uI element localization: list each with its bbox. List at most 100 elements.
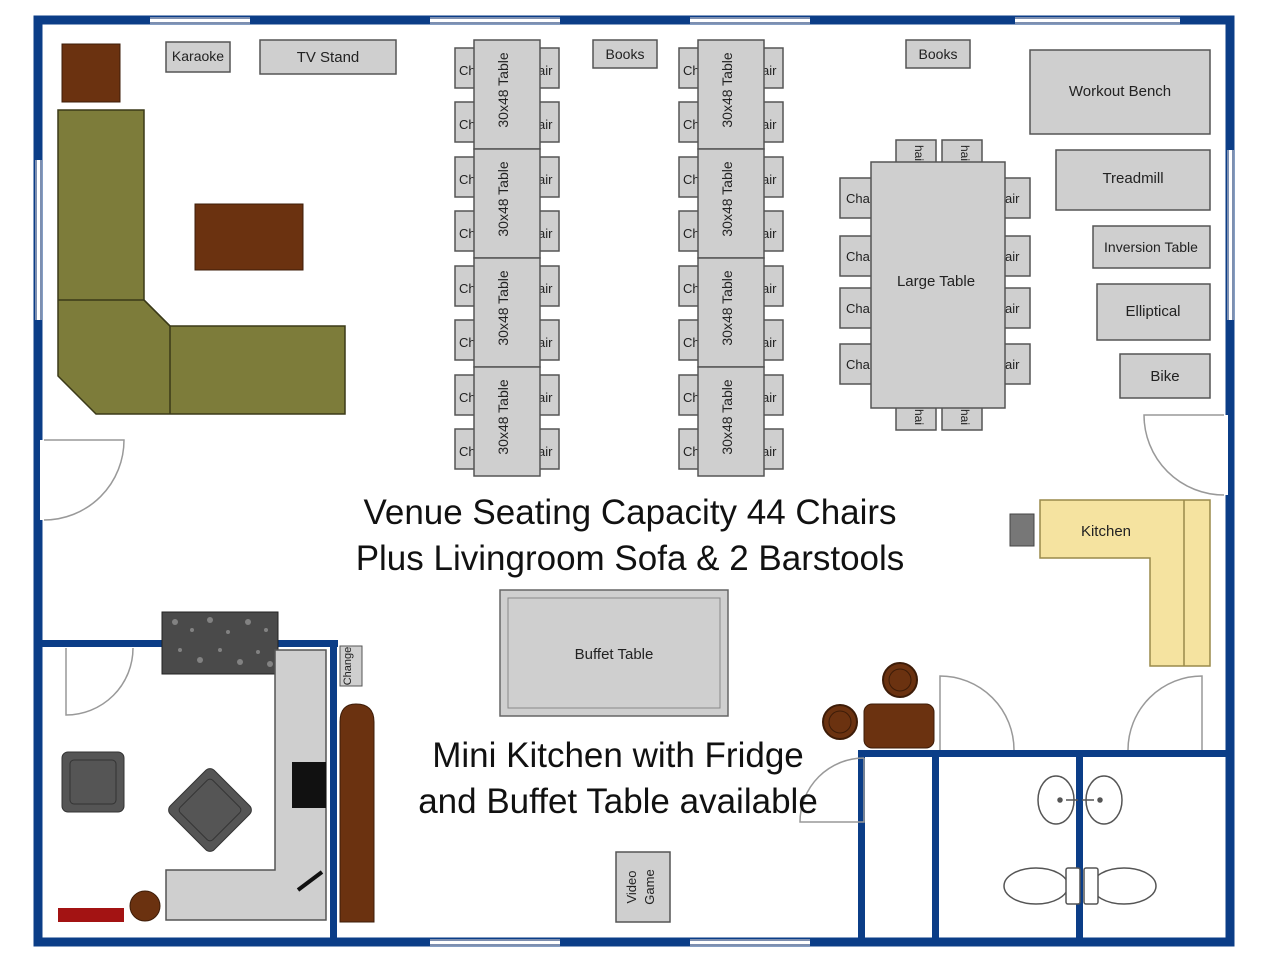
workout-bench [1029, 49, 1211, 135]
kitchen-caption-line2: and Buffet Table available [418, 782, 818, 821]
chair-label: Cha [846, 301, 871, 316]
capacity-caption-line1: Venue Seating Capacity 44 Chairs [363, 493, 896, 532]
table-label: 30x48 Table [495, 270, 511, 345]
large-table [870, 161, 1006, 409]
armchair-icon [168, 768, 252, 852]
chair-label: Ch [459, 117, 476, 132]
chair-label: Ch [459, 226, 476, 241]
books-left [592, 39, 658, 69]
armchair-icon [61, 751, 125, 813]
table-30x48 [697, 39, 765, 150]
buffet-table: Buffet Table [499, 589, 729, 717]
barstool-icon [882, 662, 918, 698]
bookshelves: Books Books [592, 39, 971, 69]
workout-area: Workout Bench Treadmill Inversion Table … [1029, 49, 1211, 399]
tv-stand-label: TV Stand [297, 49, 360, 66]
karaoke [165, 41, 231, 73]
workout-bench-label: Workout Bench [1069, 83, 1171, 100]
inversion-table-label: Inversion Table [1104, 239, 1198, 255]
table-30x48 [697, 366, 765, 477]
chair-label: Ch [459, 281, 476, 296]
kitchen-caption-line1: Mini Kitchen with Fridge [432, 736, 804, 775]
bike [1119, 353, 1211, 399]
video-game-label-2: Game [642, 869, 657, 904]
chair-label: air [538, 172, 553, 187]
chair-label: Ch [683, 335, 700, 350]
toilet-icon [1083, 867, 1157, 905]
chair-label: Ch [683, 390, 700, 405]
toilet-icon [1003, 867, 1081, 905]
chair-label: Ch [459, 63, 476, 78]
chair-label: hai [912, 145, 926, 161]
books-right-label: Books [919, 46, 958, 62]
built-in-counter [165, 649, 327, 921]
chair-label: air [538, 63, 553, 78]
chair-label: Cha [846, 249, 871, 264]
chair [1001, 235, 1031, 277]
treadmill-label: Treadmill [1102, 170, 1163, 187]
chair [839, 177, 875, 219]
elliptical-label: Elliptical [1125, 303, 1180, 320]
chair-label: Ch [459, 335, 476, 350]
bar-table [863, 703, 935, 749]
chair-label: air [762, 172, 777, 187]
end-table [61, 43, 121, 103]
chair-label: air [1005, 357, 1020, 372]
chair-label: Ch [683, 444, 700, 459]
chair-label: air [538, 226, 553, 241]
chair-label: hai [958, 145, 972, 161]
chair-label: air [538, 117, 553, 132]
video-game: Video Game [615, 851, 671, 923]
table-30x48 [473, 148, 541, 259]
kitchen-appliance [1009, 513, 1035, 547]
inversion-table [1092, 225, 1211, 269]
chair-label: Cha [846, 191, 871, 206]
table-30x48 [697, 148, 765, 259]
chair-label: air [1005, 191, 1020, 206]
chair-label: air [538, 444, 553, 459]
books-left-label: Books [606, 46, 645, 62]
chair [1001, 343, 1031, 385]
table-label: 30x48 Table [719, 379, 735, 454]
red-shelf [58, 908, 124, 922]
side-stool [129, 890, 161, 922]
change-area [339, 645, 363, 687]
table-label: 30x48 Table [495, 379, 511, 454]
door-swing-icon [40, 414, 1228, 823]
kitchen-area: Kitchen [822, 499, 1211, 749]
chair-label: air [762, 63, 777, 78]
kitchen-label: Kitchen [1081, 523, 1131, 540]
tall-cabinet [339, 703, 375, 923]
living-room: Karaoke TV Stand [57, 39, 397, 415]
table-label: 30x48 Table [495, 52, 511, 127]
chair-label: Cha [846, 357, 871, 372]
granite-counter [161, 611, 279, 675]
outer-walls [33, 15, 1235, 947]
sink-icon [1037, 775, 1078, 825]
chair-label: Ch [683, 281, 700, 296]
books-right [905, 39, 971, 69]
table-30x48 [697, 257, 765, 368]
chair-label: air [1005, 301, 1020, 316]
chair-label: air [762, 117, 777, 132]
kitchen-counter [1039, 499, 1211, 667]
capacity-caption-line2: Plus Livingroom Sofa & 2 Barstools [356, 539, 905, 578]
chair-label: Ch [459, 390, 476, 405]
chair-label: Ch [683, 63, 700, 78]
chair-label: hai [958, 409, 972, 425]
tv-stand [259, 39, 397, 75]
large-table-label: Large Table [897, 273, 975, 290]
coffee-table [194, 203, 304, 271]
treadmill [1055, 149, 1211, 211]
sink-icon [1082, 775, 1123, 825]
barstool-icon [822, 704, 858, 740]
sectional-sofa [57, 109, 346, 415]
game-room: Change [58, 611, 363, 922]
chair-label: air [762, 444, 777, 459]
table-30x48 [473, 257, 541, 368]
chair-label: Ch [459, 172, 476, 187]
chair-label: air [762, 335, 777, 350]
